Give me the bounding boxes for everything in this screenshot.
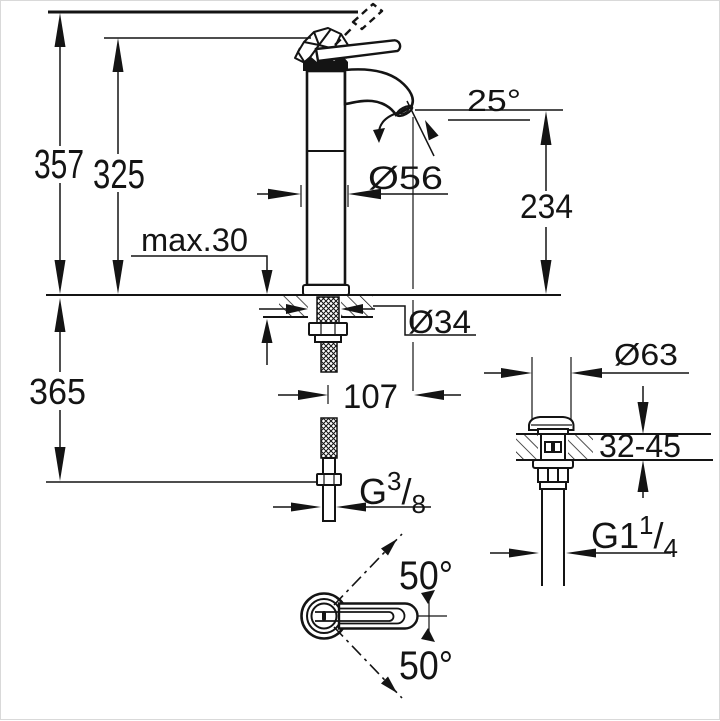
mounting-stud-and-hose xyxy=(308,296,348,522)
dim-365 xyxy=(46,298,317,483)
label-spout-height: 234 xyxy=(520,188,573,226)
dim-supply-thread xyxy=(273,502,431,512)
label-spout-reach: 107 xyxy=(343,378,398,416)
label-spout-angle: 25° xyxy=(467,83,521,118)
label-height-body: 325 xyxy=(93,151,145,197)
dim-diameter-34 xyxy=(259,304,476,336)
label-supply-thread: G3/8 xyxy=(359,466,426,519)
dim-spout-angle-25 xyxy=(373,100,563,157)
label-swing-angle-upper: 50° xyxy=(399,554,453,598)
label-body-diameter: Ø56 xyxy=(368,160,443,196)
counter-cross-section xyxy=(46,294,561,318)
dim-max30 xyxy=(131,255,273,365)
label-drain-flange-diameter: Ø63 xyxy=(614,337,678,372)
label-drain-deck-range: 32-45 xyxy=(599,428,681,464)
label-deck-max-thickness: max.30 xyxy=(141,222,248,258)
dim-234 xyxy=(540,111,552,294)
label-drain-thread: G11/4 xyxy=(591,510,678,563)
drain-valve-view xyxy=(484,357,713,586)
lever-raised-dashed xyxy=(334,2,384,46)
label-swing-angle-lower: 50° xyxy=(399,644,453,688)
lever-top-view xyxy=(300,533,447,699)
dimension-labels: 357 325 max.30 25° Ø56 234 Ø34 107 365 G… xyxy=(29,83,681,688)
faucet-front-view xyxy=(294,2,415,522)
lever-arm xyxy=(314,39,402,63)
dim-325 xyxy=(104,37,311,294)
dim-357 xyxy=(48,10,358,294)
lever-base xyxy=(303,54,348,71)
dim-107 xyxy=(278,117,461,404)
label-height-total: 357 xyxy=(34,141,84,187)
label-hole-diameter: Ø34 xyxy=(408,304,471,340)
label-hose-drop: 365 xyxy=(29,371,86,412)
